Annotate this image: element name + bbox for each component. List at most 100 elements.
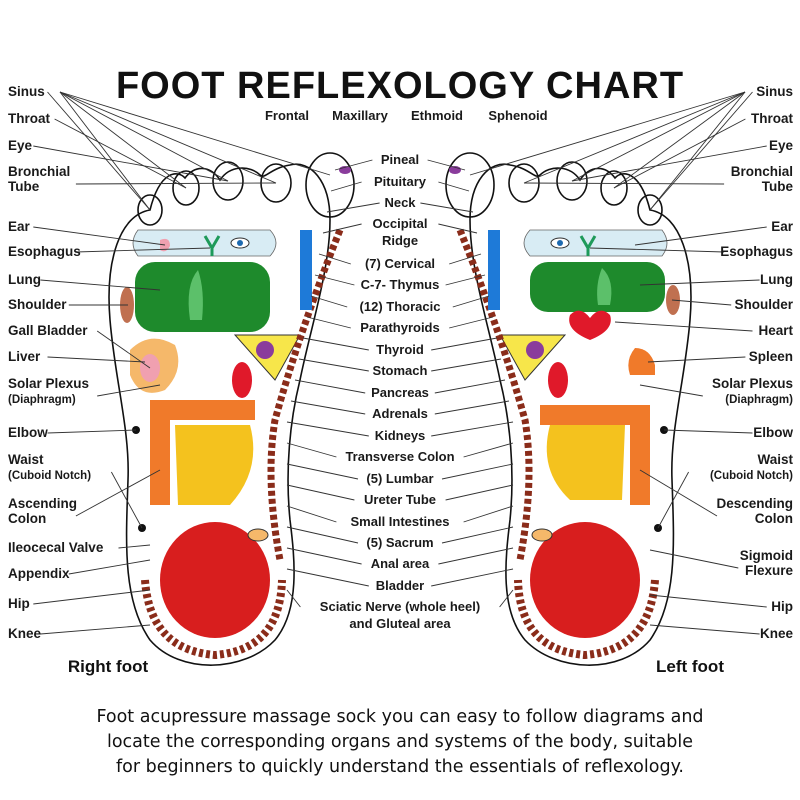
label-center-adrenals: Adrenals [372,406,428,421]
label-line: Elbow [8,425,48,440]
label-line: Throat [751,111,794,126]
label-right-foot-waist: Waist (Cuboid Notch) [8,452,91,482]
label-right-foot-lung: Lung [8,272,41,287]
label-line: Liver [8,349,41,364]
label-center-small-intestines: Small Intestines [351,514,450,529]
label-center-5-lumbar: (5) Lumbar [366,471,433,486]
label-left-foot-waist: Waist(Cuboid Notch) [710,452,794,482]
right-pituitary-zone [256,341,274,359]
label-line: Lung [8,272,41,287]
left-toe-5 [637,194,663,226]
label-left-foot-esophagus: Esophagus [720,244,793,259]
leader-line [634,226,767,246]
label-line: Knee [760,626,794,641]
right-esophagus-icon [203,235,221,256]
leader-line [438,547,514,565]
leader-line [445,274,486,286]
leader-line [649,549,739,569]
label-top-frontal: Frontal [265,108,309,123]
right-ear-icon [160,238,170,252]
leader-line [59,91,229,182]
label-line: Hip [771,599,793,614]
label-center-7-cervical: (7) Cervical [365,256,435,271]
leader-line [306,316,351,329]
leader-line [68,559,151,575]
label-line: Neck [384,195,416,210]
leader-line [286,442,337,458]
leader-line [33,145,229,182]
label-center-sciatic-nerve-whole-heel-and-gluteal-area: Sciatic Nerve (whole heel)and Gluteal ar… [320,599,480,631]
leader-line [40,624,151,635]
label-line: Tube [762,179,794,194]
left-spine [456,228,533,561]
label-right-foot-liver: Liver [8,349,41,364]
leader-line [420,202,474,213]
leader-line [427,159,466,171]
left-duct-zone [488,230,500,310]
label-line: Spleen [749,349,793,364]
label-line: Lung [760,272,793,287]
label-line: Ear [8,219,31,234]
label-line: (12) Thoracic [360,299,441,314]
label-line: (7) Cervical [365,256,435,271]
right-toe-5 [137,194,163,226]
leader-line [286,547,362,565]
leader-line [314,274,355,286]
label-line: Waist [8,452,44,467]
leader-line [286,421,369,437]
label-top-sphenoid: Sphenoid [488,108,547,123]
label-right-foot-shoulder: Shoulder [8,297,67,312]
label-line: Ear [771,219,794,234]
label-center-transverse-colon: Transverse Colon [345,449,454,464]
label-line: Shoulder [8,297,67,312]
right-foot-diagram [108,152,355,666]
leader-line [111,471,143,529]
leader-line [54,118,187,189]
label-line: Throat [8,111,51,126]
left-pituitary-zone [526,341,544,359]
leader-line [286,526,359,544]
leader-line [298,358,369,372]
leader-line [47,356,146,363]
leader-line [657,471,689,529]
label-line: Sinus [756,84,793,99]
leader-line [649,594,767,608]
label-line: Colon [8,511,46,526]
label-line: Stomach [373,363,428,378]
label-line: Eye [769,138,794,153]
leader-line [286,568,369,587]
leader-line [571,145,767,182]
label-line: (Diaphragm) [8,394,76,406]
leader-line [469,91,746,176]
label-right-foot-esophagus: Esophagus [8,244,81,259]
left-foot-label: Left foot [656,657,724,676]
label-line: Ureter Tube [364,492,436,507]
label-right-foot-ileocecal-valve: Ileocecal Valve [8,540,104,555]
leader-line [434,379,506,394]
label-center-stomach: Stomach [373,363,428,378]
left-lung-detail [597,268,612,305]
label-right-foot-appendix: Appendix [8,566,70,581]
leader-line [431,568,514,587]
leader-line [452,295,490,308]
label-center-12-thoracic: (12) Thoracic [360,299,441,314]
label-left-foot-throat: Throat [751,111,794,126]
label-left-foot-ear: Ear [771,219,794,234]
leader-line [294,379,366,394]
leader-line [286,505,337,523]
label-top-ethmoid: Ethmoid [411,108,463,123]
label-line: Flexure [745,563,794,578]
label-line: Small Intestines [351,514,450,529]
label-line: (Cuboid Notch) [8,470,91,482]
right-big-toe [305,152,355,218]
right-eye-zone [132,229,277,257]
leader-line [431,358,502,372]
leader-line [663,429,753,434]
caption-line: locate the corresponding organs and syst… [106,732,694,752]
label-left-foot-heart: Heart [758,323,793,338]
left-foot-diagram [445,152,692,666]
